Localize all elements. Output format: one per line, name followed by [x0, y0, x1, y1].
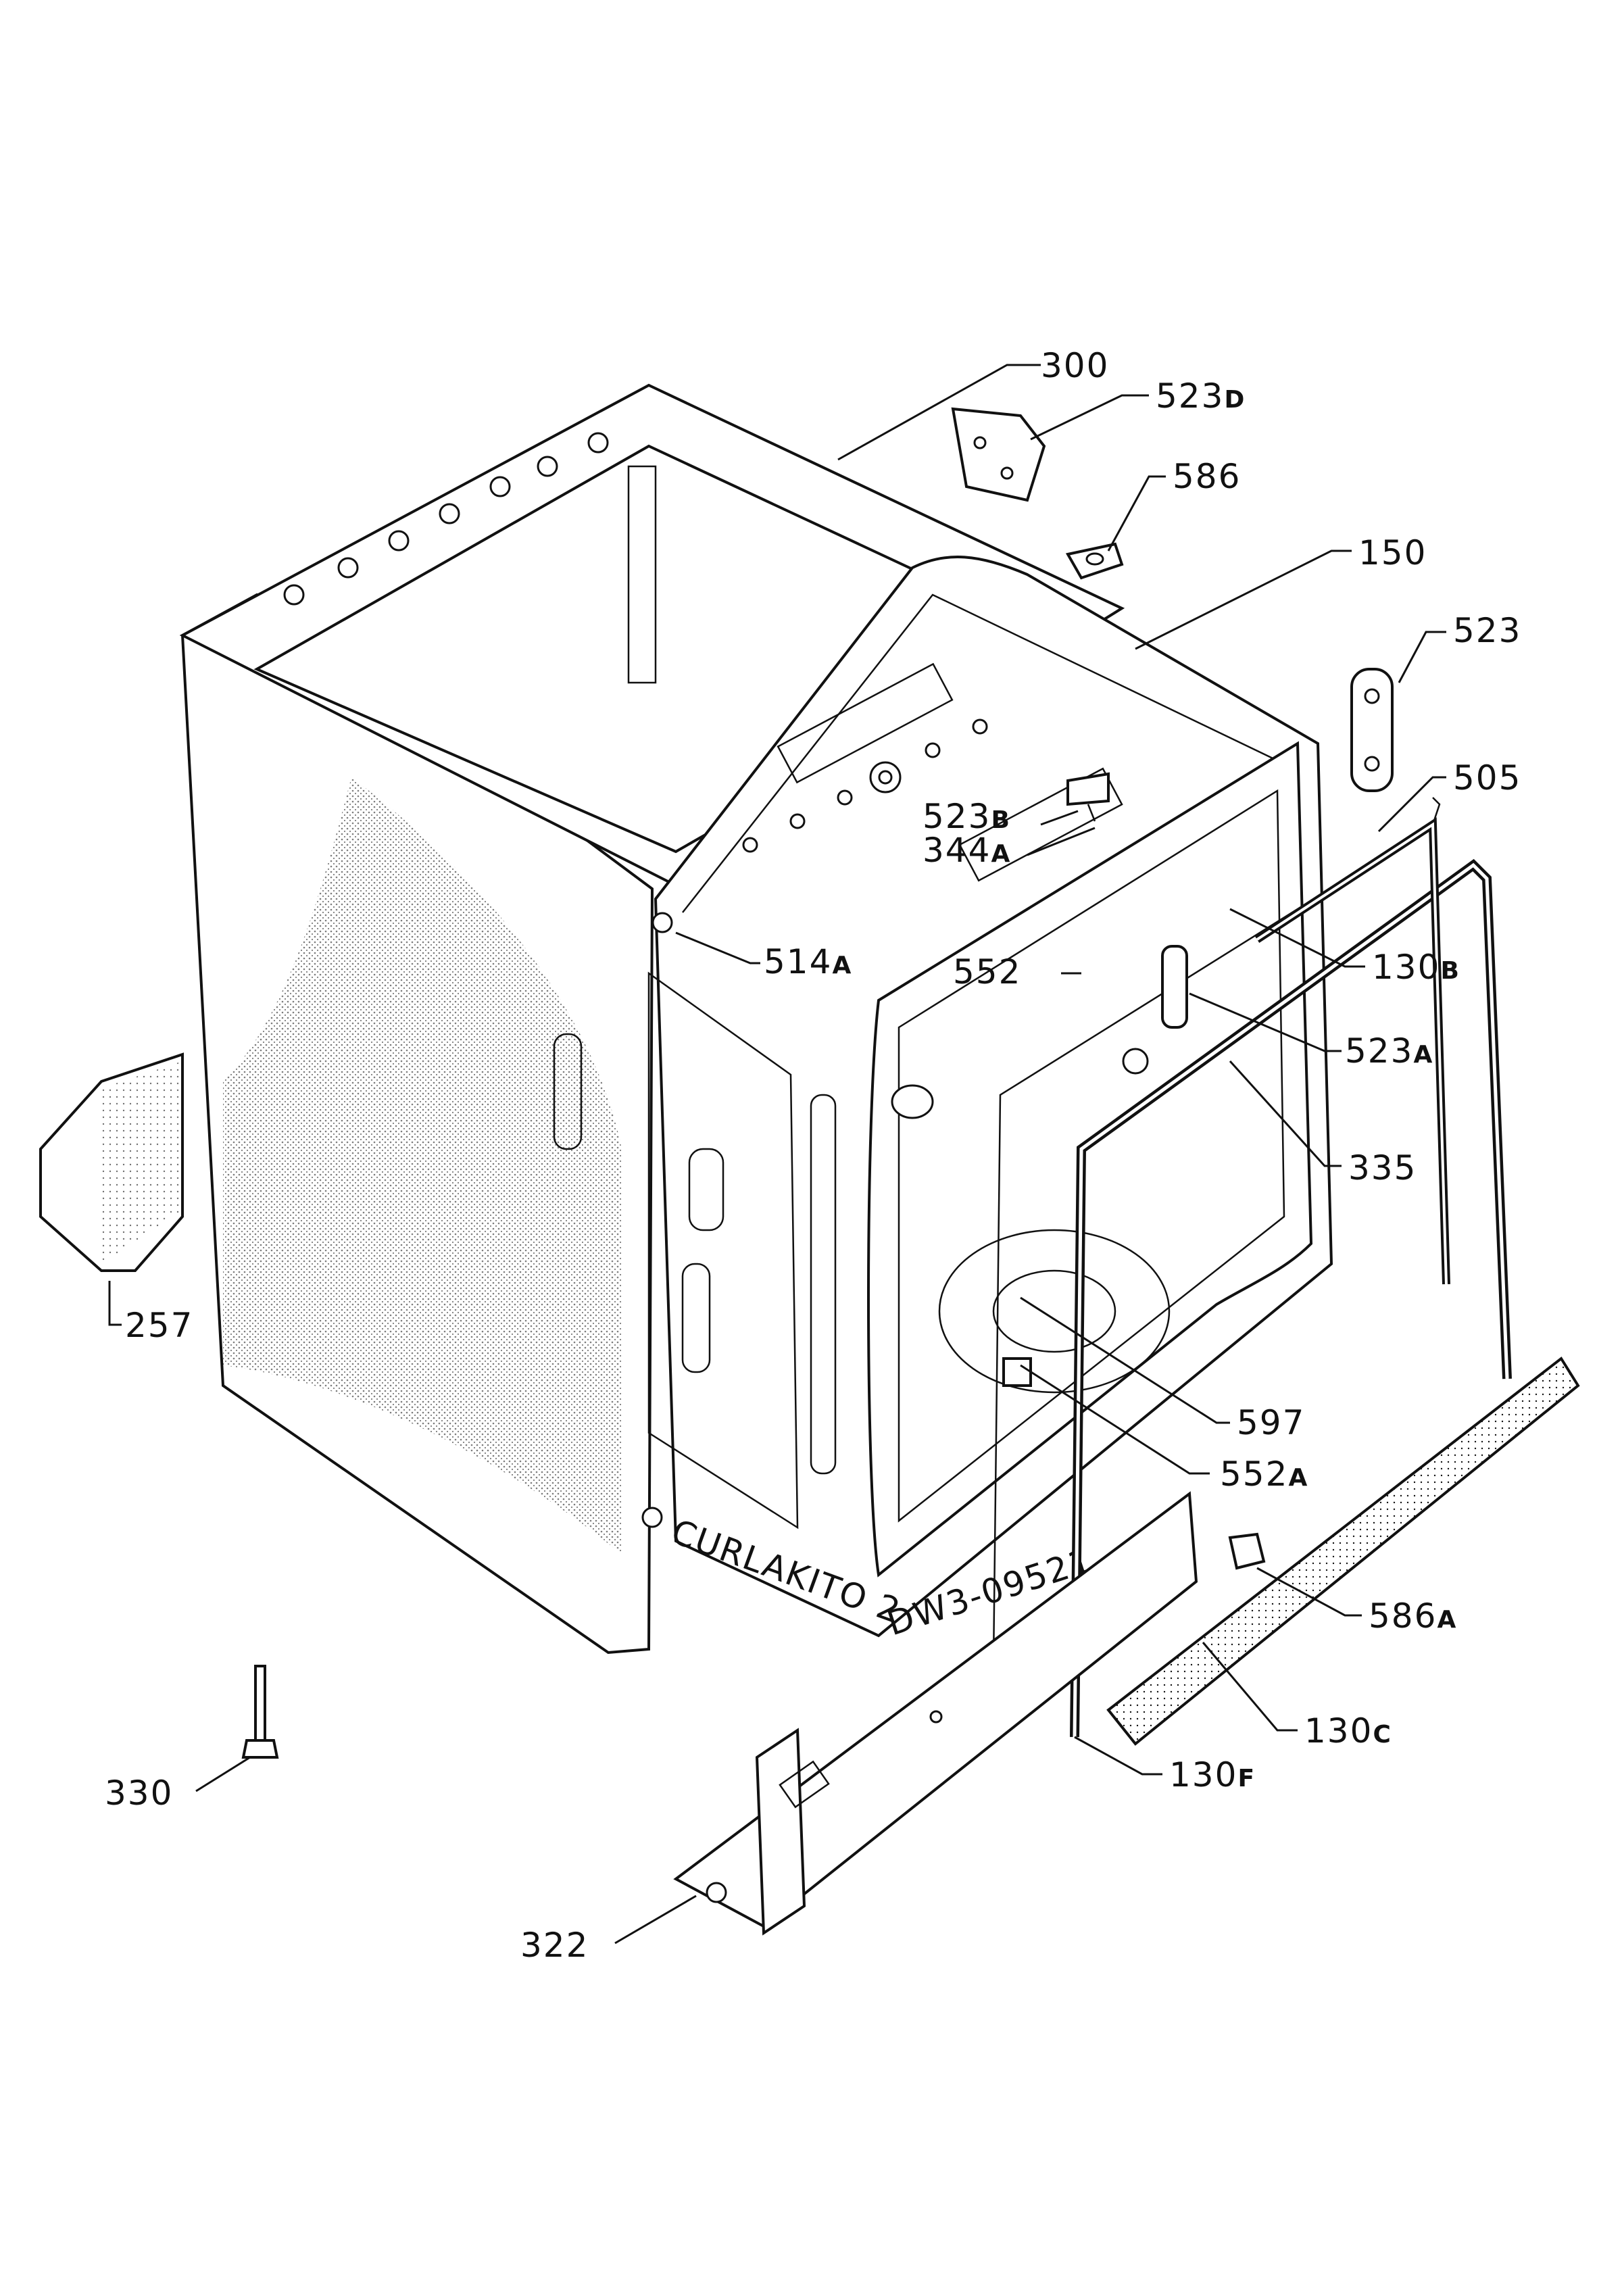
base-rail: [673, 1491, 1198, 1936]
tub: CURLAKITO 2 DW3-09521: [553, 555, 1333, 1643]
callout-586: 586: [1173, 457, 1241, 496]
side-panel: [180, 593, 654, 1655]
callout-514a: 514A: [764, 942, 852, 981]
callout-330: 330: [105, 1774, 173, 1813]
callout-552a: 552A: [1220, 1455, 1308, 1494]
callout-523d: 523D: [1156, 376, 1246, 416]
door-seals: [992, 797, 1512, 1738]
small-parts: [39, 407, 1394, 1759]
callout-523b: 523B: [923, 797, 1011, 836]
top-frame: [179, 383, 1125, 887]
callout-523: 523: [1453, 611, 1521, 650]
callout-586a: 586A: [1369, 1596, 1457, 1636]
leader-lines: [108, 364, 1446, 1945]
callout-130c: 130C: [1304, 1711, 1392, 1751]
callout-130b: 130B: [1372, 948, 1460, 987]
callout-597: 597: [1237, 1403, 1305, 1442]
callout-150: 150: [1358, 533, 1427, 572]
callout-344a: 344A: [923, 831, 1011, 870]
callout-505: 505: [1453, 758, 1521, 798]
callout-130f: 130F: [1169, 1755, 1256, 1794]
callout-257: 257: [125, 1306, 193, 1345]
callout-335: 335: [1348, 1148, 1417, 1188]
callout-300: 300: [1041, 346, 1109, 385]
callout-labels: 300 523D 586 150 523 505 523B 344A 514A …: [105, 346, 1521, 1965]
callout-322: 322: [520, 1926, 589, 1965]
front-plinth: [1106, 1357, 1580, 1746]
callout-523a: 523A: [1345, 1031, 1433, 1071]
callout-552: 552: [953, 952, 1021, 992]
